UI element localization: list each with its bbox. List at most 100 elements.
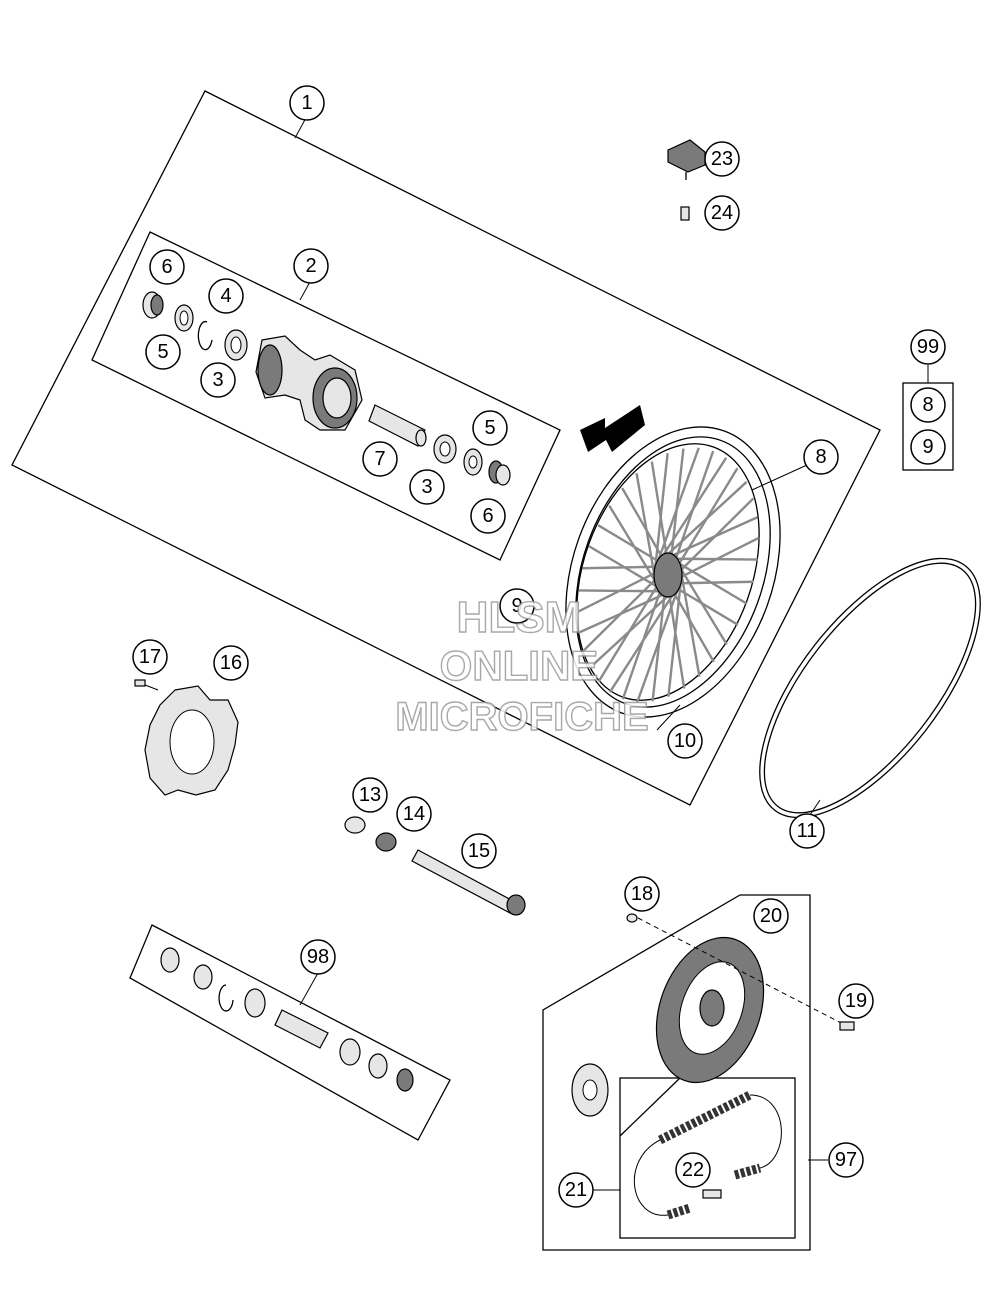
hub-parts (142, 291, 511, 486)
svg-text:13: 13 (359, 784, 381, 806)
hub-assembly-frame (91, 231, 561, 561)
wheel-spoke (636, 588, 679, 703)
wheel-spoke (680, 580, 754, 585)
callout-98: 98 (300, 939, 336, 975)
svg-text:1: 1 (301, 92, 312, 114)
svg-text:17: 17 (139, 646, 161, 668)
wheel-spoke (588, 594, 670, 669)
svg-text:16: 16 (220, 652, 242, 674)
callout-8: 8 (803, 439, 839, 475)
svg-text:3: 3 (212, 369, 223, 391)
wheel-spoke (578, 589, 660, 593)
svg-text:6: 6 (482, 505, 493, 527)
callout-18: 18 (624, 876, 660, 912)
svg-text:18: 18 (631, 883, 653, 905)
svg-text:23: 23 (711, 148, 733, 170)
callout-21: 21 (558, 1172, 594, 1208)
svg-text:24: 24 (711, 202, 733, 224)
wheel-spoke (666, 481, 748, 556)
svg-text:10: 10 (674, 730, 696, 752)
callout-10: 10 (667, 723, 703, 759)
wheel-spoke (681, 536, 760, 578)
svg-text:97: 97 (835, 1149, 857, 1171)
wheel-spoke (608, 504, 656, 581)
callout-99: 99 (910, 329, 946, 365)
callout-13: 13 (352, 777, 388, 813)
svg-text:6: 6 (161, 256, 172, 278)
wheel-spoke (588, 545, 658, 588)
callout-6b: 6 (470, 498, 506, 534)
bearing-kit-parts (160, 947, 414, 1092)
callout-5b: 5 (472, 410, 508, 446)
callout-11: 11 (789, 813, 825, 849)
svg-text:21: 21 (565, 1179, 587, 1201)
rear-wheel-rim (565, 426, 781, 718)
svg-text:8: 8 (815, 446, 826, 468)
svg-text:11: 11 (797, 820, 818, 842)
callout-1: 1 (289, 85, 325, 121)
svg-text:98: 98 (307, 946, 329, 968)
callout-9: 9 (499, 588, 535, 624)
wheel-spoke (608, 592, 675, 693)
callout-17: 17 (132, 639, 168, 675)
drive-chain (633, 1090, 782, 1220)
svg-text:ONLINE: ONLINE (440, 642, 599, 689)
wheel-spoke (671, 516, 758, 557)
callout-5a: 5 (145, 334, 181, 370)
callout-24: 24 (704, 195, 740, 231)
rim-band (759, 557, 981, 819)
wheel-spoke (576, 572, 655, 614)
svg-text:2: 2 (305, 255, 316, 277)
callout-20: 20 (753, 898, 789, 934)
watermark: HLSM ONLINE MICROFICHE (395, 592, 650, 739)
kit-99-item-9: 9 (910, 429, 946, 465)
svg-text:20: 20 (760, 905, 782, 927)
svg-text:3: 3 (421, 476, 432, 498)
axle-parts (344, 816, 526, 916)
wheel-spoke (673, 592, 715, 663)
callout-3a: 3 (200, 362, 236, 398)
callout-19: 19 (838, 983, 874, 1019)
wheel-assembly-frame (11, 90, 881, 806)
rotation-arrow (580, 405, 645, 452)
callout-97: 97 (828, 1142, 864, 1178)
valve-cap (667, 139, 706, 173)
wheel-spoke (668, 594, 686, 689)
wheel-spoke (582, 565, 656, 570)
svg-text:4: 4 (220, 285, 231, 307)
wheel-spoke (621, 487, 663, 558)
callout-4: 4 (208, 278, 244, 314)
svg-text:14: 14 (403, 803, 425, 825)
valve-nut (680, 206, 690, 221)
wheel-spoke (677, 587, 739, 626)
svg-text:22: 22 (682, 1159, 704, 1181)
leader-lines (299, 464, 828, 1191)
wheel-spoke (676, 557, 758, 561)
callout-2: 2 (293, 248, 329, 284)
svg-text:19: 19 (845, 990, 867, 1012)
chain-kit-frame (542, 894, 811, 1251)
svg-text:99: 99 (917, 336, 939, 358)
callout-22: 22 (675, 1152, 711, 1188)
callout-16: 16 (213, 645, 249, 681)
bearing-kit-frame (129, 924, 451, 1141)
callout-15: 15 (461, 833, 497, 869)
callout-7: 7 (362, 441, 398, 477)
wheel-spoke (597, 524, 659, 563)
kit-99-item-8: 8 (910, 387, 946, 423)
svg-text:MICROFICHE: MICROFICHE (395, 695, 648, 739)
rear-sprocket (655, 936, 765, 1084)
wheel-spoke (635, 473, 656, 574)
svg-text:HLSM: HLSM (457, 593, 582, 642)
svg-text:9: 9 (511, 595, 522, 617)
wheel-spoke (578, 593, 665, 634)
svg-text:9: 9 (922, 436, 933, 458)
svg-text:8: 8 (922, 394, 933, 416)
wheel-spoke (680, 576, 701, 677)
callout-14: 14 (396, 796, 432, 832)
svg-text:5: 5 (157, 341, 168, 363)
wheel-spoke (657, 447, 700, 562)
wheel-spoke (654, 453, 669, 567)
callout-6a: 6 (149, 249, 185, 285)
